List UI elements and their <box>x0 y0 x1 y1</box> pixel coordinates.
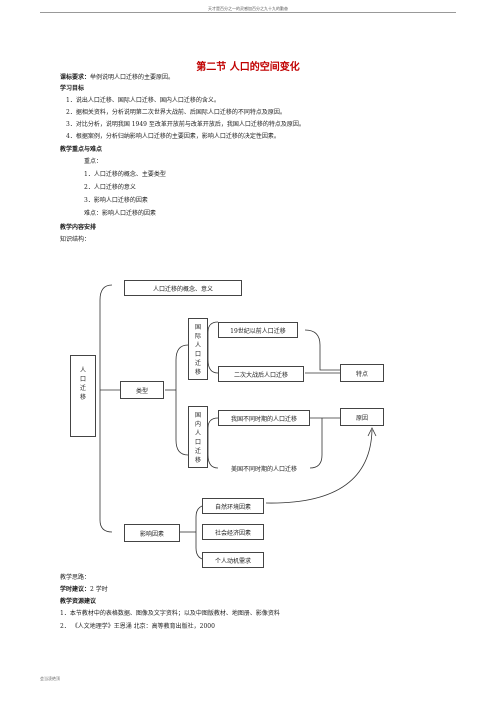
keypoint-item: 3．影响人口迁移的因素 <box>84 197 148 204</box>
goal-item: 2．据相关资料，分析说明第二次世界大战前、后国际人口迁移的不同特点及原因。 <box>66 109 286 116</box>
intl-after-box: 二次大战后人口迁移 <box>218 366 304 382</box>
standard-label: 课标要求： <box>60 74 91 81</box>
thought-label: 教学思路： <box>60 574 91 581</box>
page-title: 第二节 人口的空间变化 <box>196 62 300 73</box>
keypoint-item: 2．人口迁移的意义 <box>84 184 136 191</box>
factor-box: 个人动机需求 <box>202 552 264 568</box>
keypoints-heading: 教学重点与难点 <box>60 146 103 153</box>
feature-box: 特点 <box>340 364 384 382</box>
factor-box: 自然环境因素 <box>202 498 264 514</box>
factors-box: 影响因素 <box>124 524 180 542</box>
intl-before-box: 19世纪以前人口迁移 <box>218 322 298 338</box>
structure-label: 知识结构： <box>60 236 91 243</box>
resources-heading: 教学资源建议 <box>60 598 97 605</box>
reason-box: 原因 <box>340 408 384 426</box>
resource-item: 1．本节教材中的表格数据、图像及文字资料；以及中图版教材、地图册、影像资料 <box>60 610 280 617</box>
domestic-label: 国内人口迁移 <box>194 412 201 464</box>
resource-item: 2． 《人文地理学》王恩涌 北京：高等教育出版社，2000 <box>60 623 215 630</box>
international-label: 国际人口迁移 <box>194 324 201 376</box>
page-header: 天才是百分之一的灵感加百分之九十九的勤奋 <box>208 6 288 11</box>
goal-item: 3．对比分析，说明我国 1949 至改革开放前与改革开放后，我国人口迁移的特点及… <box>66 121 305 128</box>
factor-box: 社会经济因素 <box>202 524 264 540</box>
keypoint-item: 1．人口迁移的概念、主要类型 <box>84 171 166 178</box>
goal-item: 4．根据案例，分析归纳影响人口迁移的主要因素，影响人口迁移的决定性因素。 <box>66 133 280 140</box>
concept-box: 人口迁移的概念、意义 <box>124 280 242 296</box>
dom-before-box: 我国不同时期的人口迁移 <box>218 410 310 426</box>
type-box: 类型 <box>120 381 164 399</box>
root-box: 人口迁移 <box>70 355 96 437</box>
standard-line: 课标要求：举例说明人口迁移的主要原因。 <box>60 74 174 82</box>
header-divider <box>40 12 456 13</box>
content-heading: 教学内容安排 <box>60 224 97 231</box>
hours-line: 学时建议：2 学时 <box>60 586 108 594</box>
standard-text: 举例说明人口迁移的主要原因。 <box>90 74 175 81</box>
international-box: 国际人口迁移 <box>188 318 208 380</box>
root-label: 人口迁移 <box>79 367 86 401</box>
hours-label: 学时建议： <box>60 586 91 593</box>
difficulty-text: 难点：影响人口迁移的因素 <box>84 210 157 217</box>
page-footer: 会当凌绝顶 <box>40 676 60 681</box>
hours-text: 2 学时 <box>90 586 108 593</box>
keypoints-label: 重点： <box>84 158 103 165</box>
domestic-box: 国内人口迁移 <box>188 406 208 468</box>
goal-item: 1．说出人口迁移、国际人口迁移、国内人口迁移的含义。 <box>66 97 220 104</box>
goals-heading: 学习目标 <box>60 85 85 92</box>
dom-after-box: 美国不同时期的人口迁移 <box>218 460 310 476</box>
